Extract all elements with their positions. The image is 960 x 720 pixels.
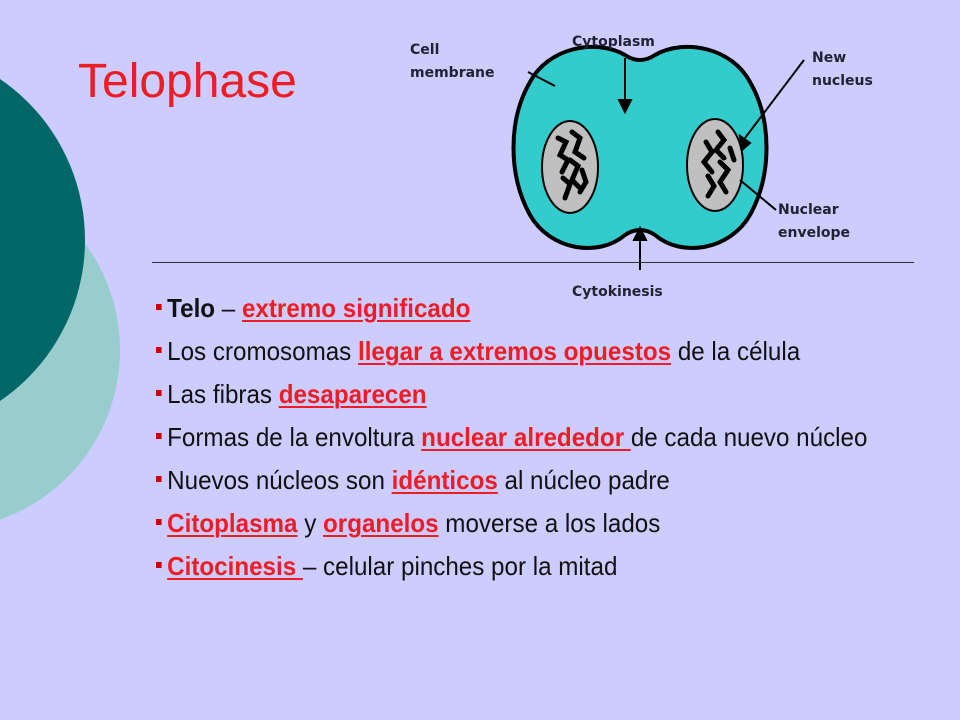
dark-teal-circle bbox=[0, 79, 85, 401]
slide-title: Telophase bbox=[78, 55, 297, 108]
label-cell-membrane-line1: Cell bbox=[410, 42, 439, 58]
highlight-text: desaparecen bbox=[278, 379, 427, 409]
label-new-nucleus-line1: New bbox=[812, 50, 846, 66]
highlight-text: extremo significado bbox=[241, 293, 471, 323]
bullet-item: Telo – extremo significado bbox=[156, 292, 926, 325]
right-chromosomes bbox=[700, 129, 737, 199]
right-nucleus bbox=[686, 118, 744, 212]
plain-text: Formas de la envoltura bbox=[167, 422, 422, 452]
left-chromosomes bbox=[555, 129, 589, 201]
plain-text: moverse a los lados bbox=[438, 508, 661, 538]
highlight-text: organelos bbox=[323, 508, 439, 538]
bullet-item: Citocinesis – celular pinches por la mit… bbox=[156, 550, 926, 583]
bullet-item: Nuevos núcleos son idénticos al núcleo p… bbox=[156, 464, 926, 497]
highlight-text: llegar a extremos opuestos bbox=[357, 336, 672, 366]
plain-text: Los cromosomas bbox=[167, 336, 358, 366]
horizontal-divider bbox=[152, 262, 914, 263]
highlight-text: Citocinesis bbox=[167, 551, 303, 581]
label-cytoplasm: Cytoplasm bbox=[572, 34, 655, 50]
highlight-text: idénticos bbox=[391, 465, 498, 495]
pointer-lines bbox=[527, 58, 805, 270]
telophase-cell-diagram: Cytoplasm Cell membrane New nucleus Nucl… bbox=[410, 34, 873, 300]
plain-text: – bbox=[215, 293, 242, 323]
left-nucleus bbox=[541, 120, 599, 214]
label-new-nucleus-line2: nucleus bbox=[812, 73, 873, 89]
highlight-text: nuclear alrededor bbox=[421, 422, 631, 452]
term-text: Telo bbox=[167, 293, 216, 323]
plain-text: al núcleo padre bbox=[497, 465, 670, 495]
bullet-item: Formas de la envoltura nuclear alrededor… bbox=[156, 421, 926, 454]
plain-text: y bbox=[297, 508, 324, 538]
plain-text: – celular pinches por la mitad bbox=[302, 551, 618, 581]
bullet-item: Las fibras desaparecen bbox=[156, 378, 926, 411]
label-cell-membrane-line2: membrane bbox=[410, 65, 495, 81]
bullet-item: Los cromosomas llegar a extremos opuesto… bbox=[156, 335, 926, 368]
label-nuclear-envelope-line2: envelope bbox=[778, 225, 850, 241]
highlight-text: Citoplasma bbox=[167, 508, 298, 538]
plain-text: de cada nuevo núcleo bbox=[630, 422, 868, 452]
plain-text: Las fibras bbox=[167, 379, 279, 409]
bullet-list: Telo – extremo significado Los cromosoma… bbox=[156, 292, 926, 593]
plain-text: Nuevos núcleos son bbox=[167, 465, 392, 495]
bullet-item: Citoplasma y organelos moverse a los lad… bbox=[156, 507, 926, 540]
plain-text: de la célula bbox=[671, 336, 801, 366]
label-nuclear-envelope-line1: Nuclear bbox=[778, 202, 839, 218]
